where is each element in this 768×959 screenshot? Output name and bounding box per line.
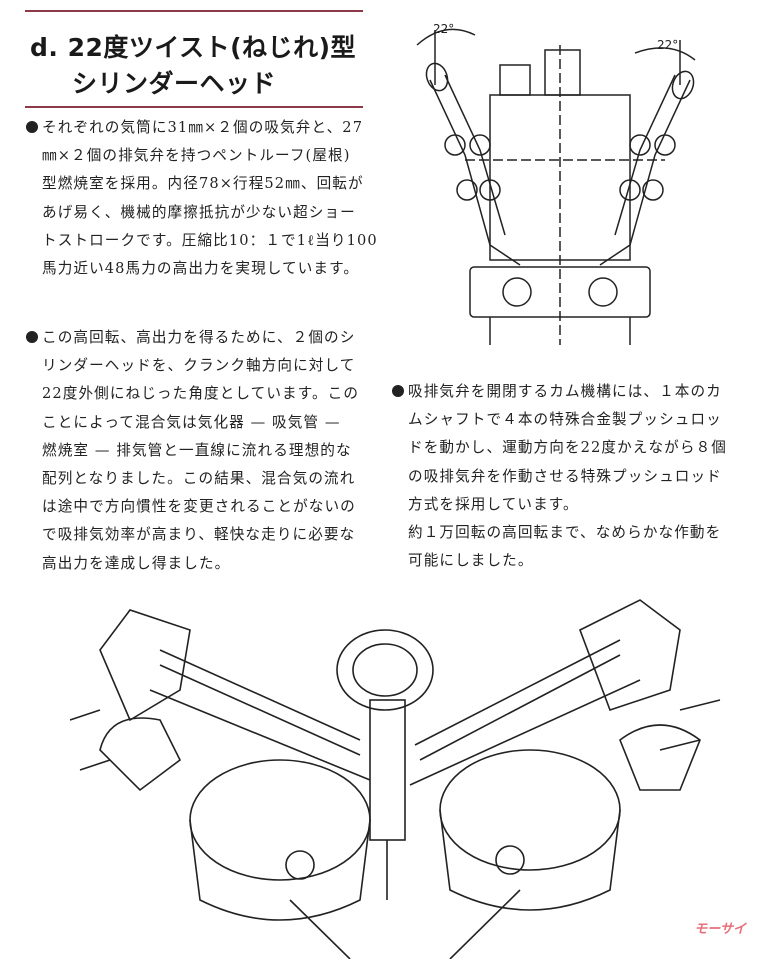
line: この高回転、高出力を得るために、２個のシ	[26, 324, 359, 352]
paragraph-pushrod: 吸排気弁を開閉するカム機構には、１本のカ ムシャフトで４本の特殊合金製プッシュロ…	[392, 378, 727, 575]
line: の吸排気弁を作動させる特殊プッシュロッド	[408, 467, 722, 485]
line: 可能にしました。	[408, 552, 534, 570]
line: トストロークです。圧縮比10：１で1ℓ当り100	[42, 231, 378, 249]
line: 吸排気弁を開閉するカム機構には、１本のカ	[392, 378, 727, 406]
line: それぞれの気筒に31㎜×２個の吸気弁と、27	[26, 114, 378, 142]
paragraph-valves: それぞれの気筒に31㎜×２個の吸気弁と、27 ㎜×２個の排気弁を持つペントルーフ…	[26, 114, 378, 283]
cylinder-head-diagram: 22° 22°	[416, 22, 696, 345]
section-title-line1: d. 22度ツイスト(ねじれ)型	[30, 33, 356, 62]
line: ことによって混合気は気化器 — 吸気管 —	[42, 413, 341, 431]
engine-cutaway-illustration	[69, 599, 721, 959]
line: ㎜×２個の排気弁を持つペントルーフ(屋根)	[42, 147, 351, 165]
section-title-line2: シリンダーヘッド	[72, 69, 277, 98]
line: 型燃焼室を採用。内径78×行程52㎜、回転が	[42, 175, 364, 193]
line: リンダーヘッドを、クランク軸方向に対して	[42, 357, 356, 375]
line: で吸排気効率が高まり、軽快な走りに必要な	[42, 526, 356, 544]
line: ムシャフトで４本の特殊合金製プッシュロッ	[408, 411, 722, 429]
angle-label-right: 22°	[657, 38, 678, 52]
line: ドを動かし、運動方向を22度かえながら８個	[408, 439, 727, 457]
line: 配列となりました。この結果、混合気の流れ	[42, 470, 356, 488]
bullet-icon	[26, 121, 38, 133]
line: あげ易く、機械的摩擦抵抗が少ない超ショー	[42, 203, 356, 221]
paragraph-twist: この高回転、高出力を得るために、２個のシ リンダーヘッドを、クランク軸方向に対し…	[26, 324, 359, 578]
line: 約１万回転の高回転まで、なめらかな作動を	[408, 524, 722, 542]
line: 高出力を達成し得ました。	[42, 554, 231, 572]
line: 22度外側にねじった角度としています。この	[42, 385, 360, 403]
line: 馬力近い48馬力の高出力を実現しています。	[42, 260, 360, 278]
bullet-icon	[26, 331, 38, 343]
line: は途中で方向慣性を変更されることがないの	[42, 498, 356, 516]
bottom-rule	[25, 106, 363, 108]
watermark-logo: モーサイ	[694, 922, 746, 937]
angle-label-left: 22°	[433, 22, 454, 36]
line: 燃焼室 — 排気管と一直線に流れる理想的な	[42, 441, 352, 459]
top-rule	[25, 10, 363, 12]
line: 方式を採用しています。	[408, 495, 579, 513]
bullet-icon	[392, 385, 404, 397]
